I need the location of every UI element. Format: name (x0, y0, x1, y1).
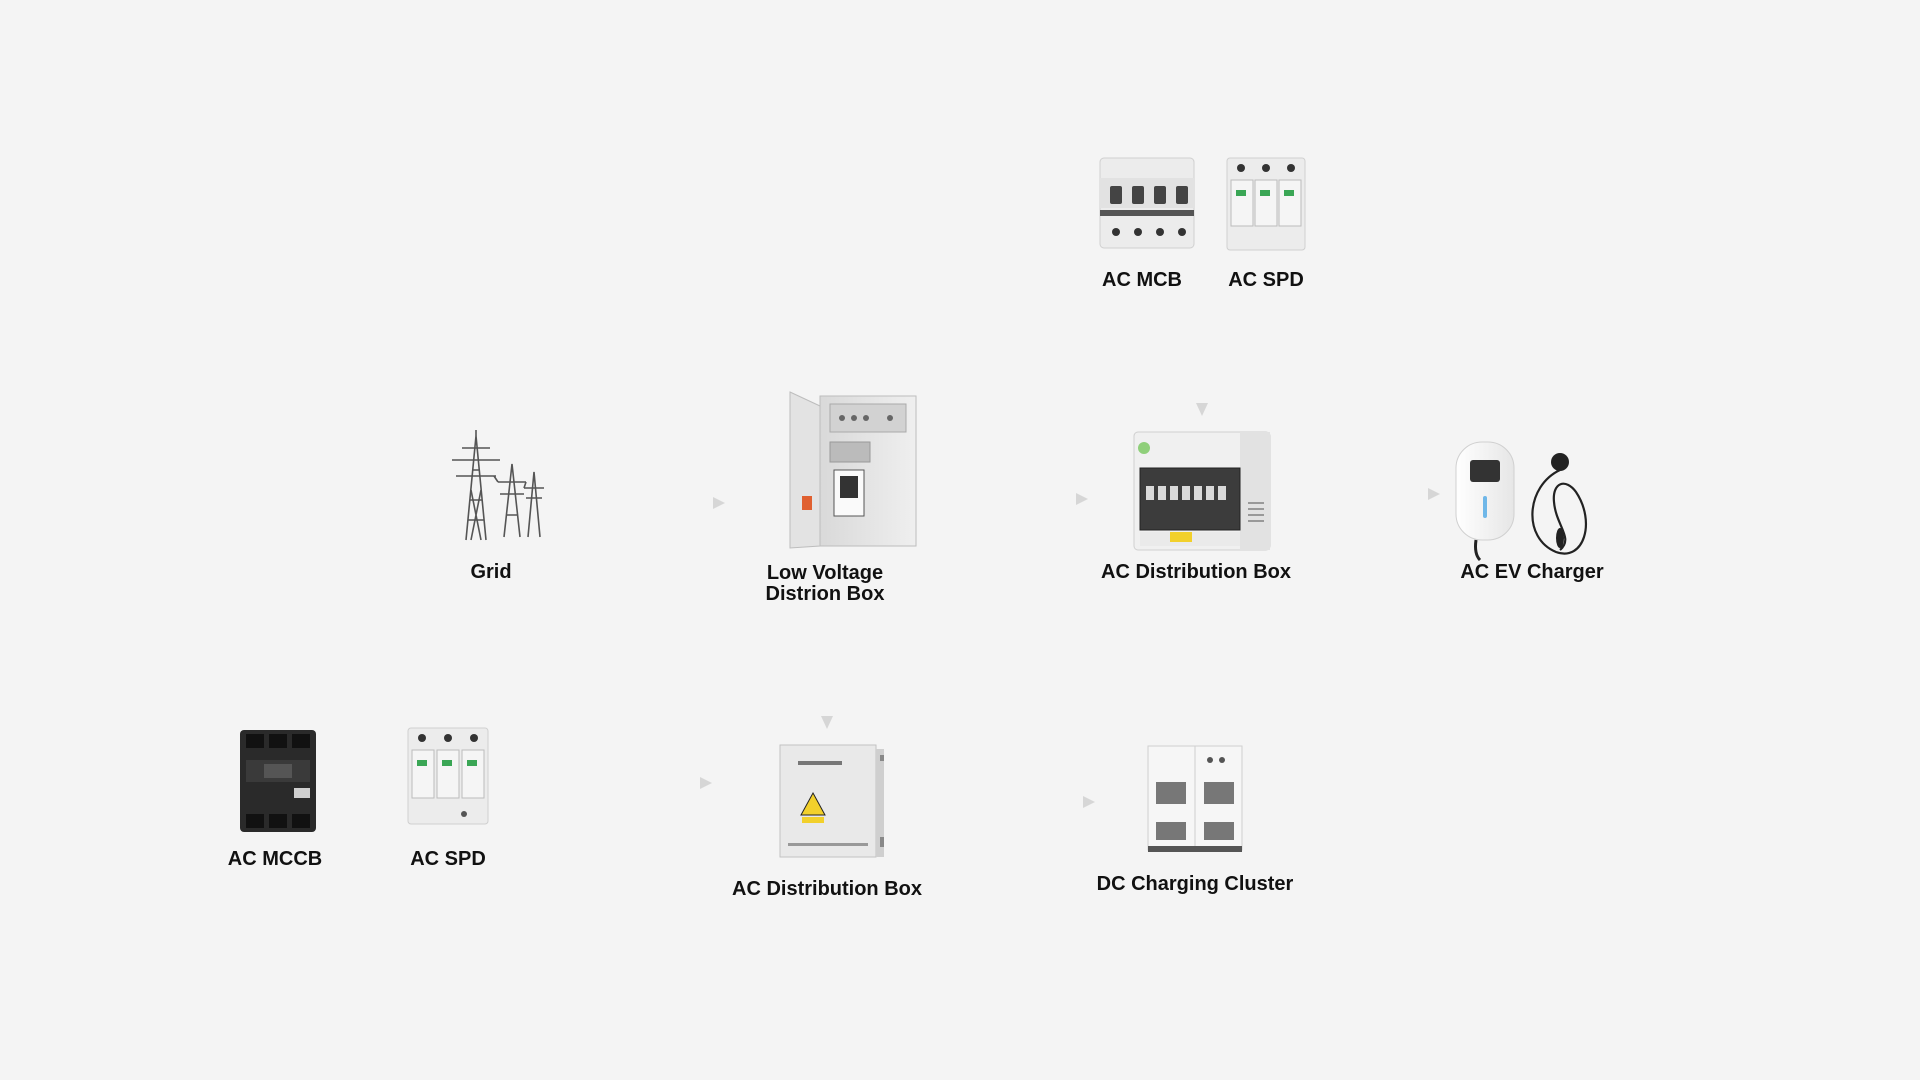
mcb-breaker-icon (1099, 157, 1195, 249)
arrow-lv-to-acdist-bottom (821, 633, 833, 729)
arrow-acdist-to-ev (1300, 488, 1440, 500)
label-ac-spd-bottom: AC SPD (410, 848, 486, 870)
label-ac-distribution-box-bottom: AC Distribution Box (732, 878, 922, 900)
label-ac-mcb-top: AC MCB (1102, 269, 1182, 291)
label-dc-charging-cluster: DC Charging Cluster (1096, 873, 1294, 895)
power-tower-icon (452, 430, 544, 541)
arrow-lv-to-acdist (948, 493, 1088, 505)
arrow-breakers-to-acdist-bottom (607, 777, 712, 789)
arrow-grid-to-lv (617, 497, 725, 509)
combiner-box-icon (779, 744, 884, 858)
spd-icon (1226, 157, 1306, 251)
charging-cabinet-icon (1147, 745, 1243, 852)
label-lv-box-line2: Distrion Box (765, 583, 885, 605)
label-ac-mccb: AC MCCB (227, 848, 323, 870)
distribution-box-icon (1133, 431, 1271, 551)
lv-cabinet-icon (789, 391, 917, 549)
label-ac-spd-top: AC SPD (1228, 269, 1304, 291)
ev-charger-icon (1455, 441, 1587, 562)
mccb-icon (240, 730, 316, 832)
arrow-breakers-to-acdist (1196, 310, 1208, 416)
label-ac-distribution-box-top: AC Distribution Box (1101, 561, 1291, 583)
arrow-acdist-to-dc-cluster (955, 796, 1095, 808)
label-grid: Grid (470, 561, 512, 583)
spd-icon-bottom (407, 727, 489, 825)
label-ac-ev-charger: AC EV Charger (1460, 561, 1604, 583)
label-lv-box: Low Voltage Distrion Box (725, 563, 925, 605)
label-lv-box-line1: Low Voltage (766, 562, 884, 584)
